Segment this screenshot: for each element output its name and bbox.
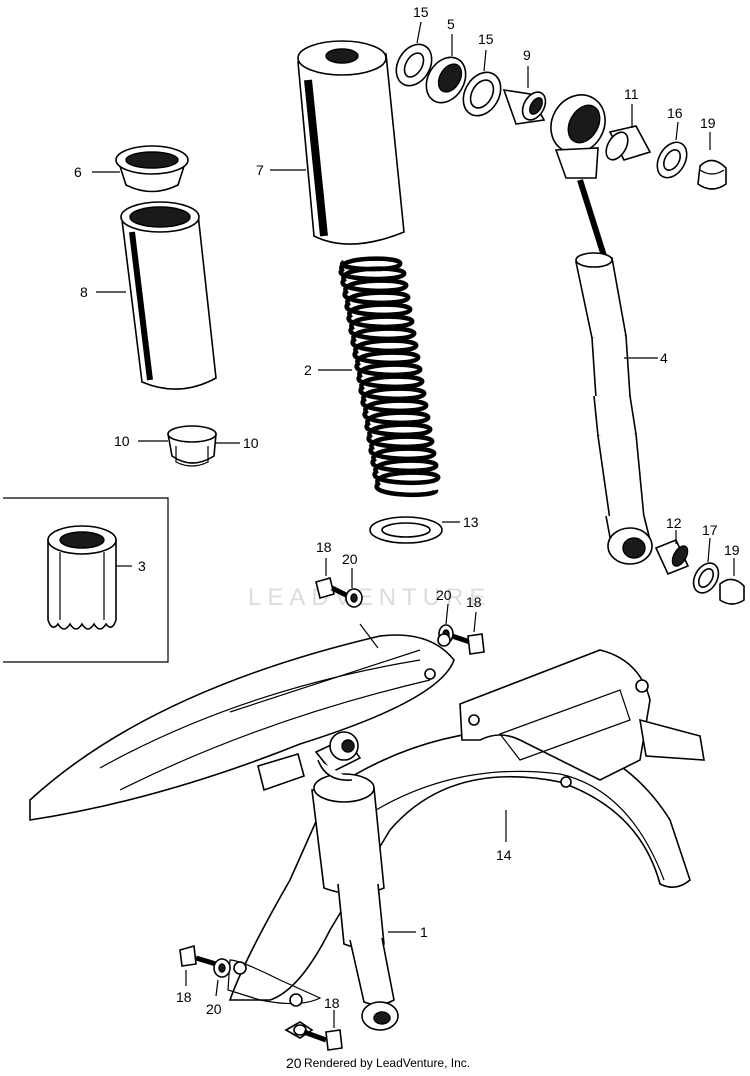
part-13-washer — [369, 516, 443, 544]
part-19-nut-b — [719, 578, 745, 605]
part-5-bushing — [425, 56, 467, 104]
label-20-d: 20 — [286, 1055, 302, 1071]
label-17: 17 — [702, 522, 718, 538]
label-3: 3 — [138, 558, 146, 574]
part-9-collar — [502, 89, 547, 125]
part-7-upper-cover — [297, 40, 405, 245]
label-20-b: 20 — [436, 587, 452, 603]
label-18-d: 18 — [324, 995, 340, 1011]
label-18-b: 18 — [466, 594, 482, 610]
part-20-washer-a — [345, 588, 363, 608]
inset-box — [3, 497, 169, 663]
label-7: 7 — [256, 162, 264, 178]
label-16: 16 — [667, 105, 683, 121]
part-15-washer-a — [395, 43, 433, 87]
label-13: 13 — [463, 514, 479, 530]
part-6-cap — [115, 145, 189, 193]
label-20-a: 20 — [342, 551, 358, 567]
label-4: 4 — [660, 350, 668, 366]
label-10-b: 10 — [243, 435, 259, 451]
part-8-cover — [120, 201, 217, 390]
part-16-washer — [656, 141, 688, 179]
label-15-a: 15 — [413, 4, 429, 20]
label-19-b: 19 — [724, 542, 740, 558]
part-19-nut-a — [697, 159, 727, 190]
frame-assembly — [29, 623, 455, 821]
part-4-upper-eye — [550, 94, 606, 179]
label-2: 2 — [304, 362, 312, 378]
part-2-spring — [338, 256, 441, 498]
part-17-washer — [692, 562, 720, 594]
label-8: 8 — [80, 284, 88, 300]
part-18-bolt-d — [303, 1029, 343, 1051]
label-18-a: 18 — [316, 539, 332, 555]
label-1: 1 — [420, 924, 428, 940]
part-15-washer-b — [462, 71, 502, 117]
label-14: 14 — [496, 847, 512, 863]
part-12-collar — [654, 538, 690, 576]
part-4-shock-absorber — [575, 179, 653, 565]
part-20-washer-c — [213, 958, 231, 978]
label-9: 9 — [523, 47, 531, 63]
label-20-c: 20 — [206, 1001, 222, 1017]
label-11: 11 — [624, 86, 639, 102]
part-18-bolt-b — [451, 633, 485, 655]
label-10-a: 10 — [114, 433, 130, 449]
part-10-clip — [167, 425, 217, 467]
label-12: 12 — [666, 515, 682, 531]
label-15-b: 15 — [478, 31, 494, 47]
part-1-rear-shock — [311, 731, 399, 1031]
label-18-c: 18 — [176, 989, 192, 1005]
part-11-sleeve — [605, 125, 652, 161]
label-19-a: 19 — [700, 115, 716, 131]
part-18-bolt-a — [315, 577, 350, 599]
label-6: 6 — [74, 164, 82, 180]
part-18-bolt-c — [179, 944, 217, 967]
watermark: LEADVENTURE — [248, 584, 491, 611]
label-5: 5 — [447, 16, 455, 32]
credit-text: Rendered by LeadVenture, Inc. — [304, 1056, 470, 1070]
part-3-bushing — [47, 525, 117, 630]
